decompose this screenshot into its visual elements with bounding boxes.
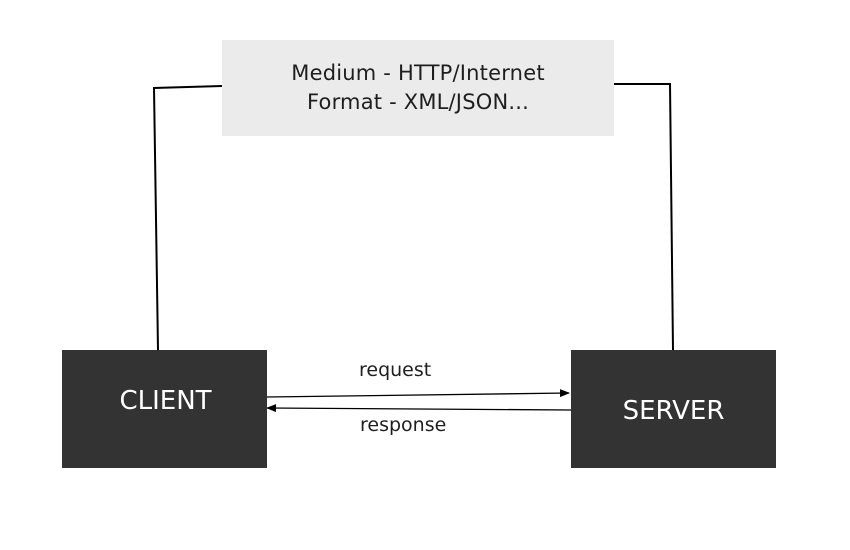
request-label: request (359, 359, 432, 381)
client-label: CLIENT (119, 386, 212, 416)
response-arrow (266, 404, 572, 413)
client-node: CLIENT (62, 350, 267, 468)
server-node: SERVER (571, 350, 776, 468)
response-label: response (360, 414, 447, 436)
request-arrow (266, 389, 570, 398)
server-medium-connector (614, 83, 674, 351)
server-label: SERVER (622, 395, 725, 426)
client-medium-connector (152, 85, 223, 351)
medium-label: Medium - HTTP/Internet (291, 61, 545, 85)
format-label: Format - XML/JSON... (307, 90, 529, 114)
medium-format-box: Medium - HTTP/Internet Format - XML/JSON… (222, 40, 614, 136)
